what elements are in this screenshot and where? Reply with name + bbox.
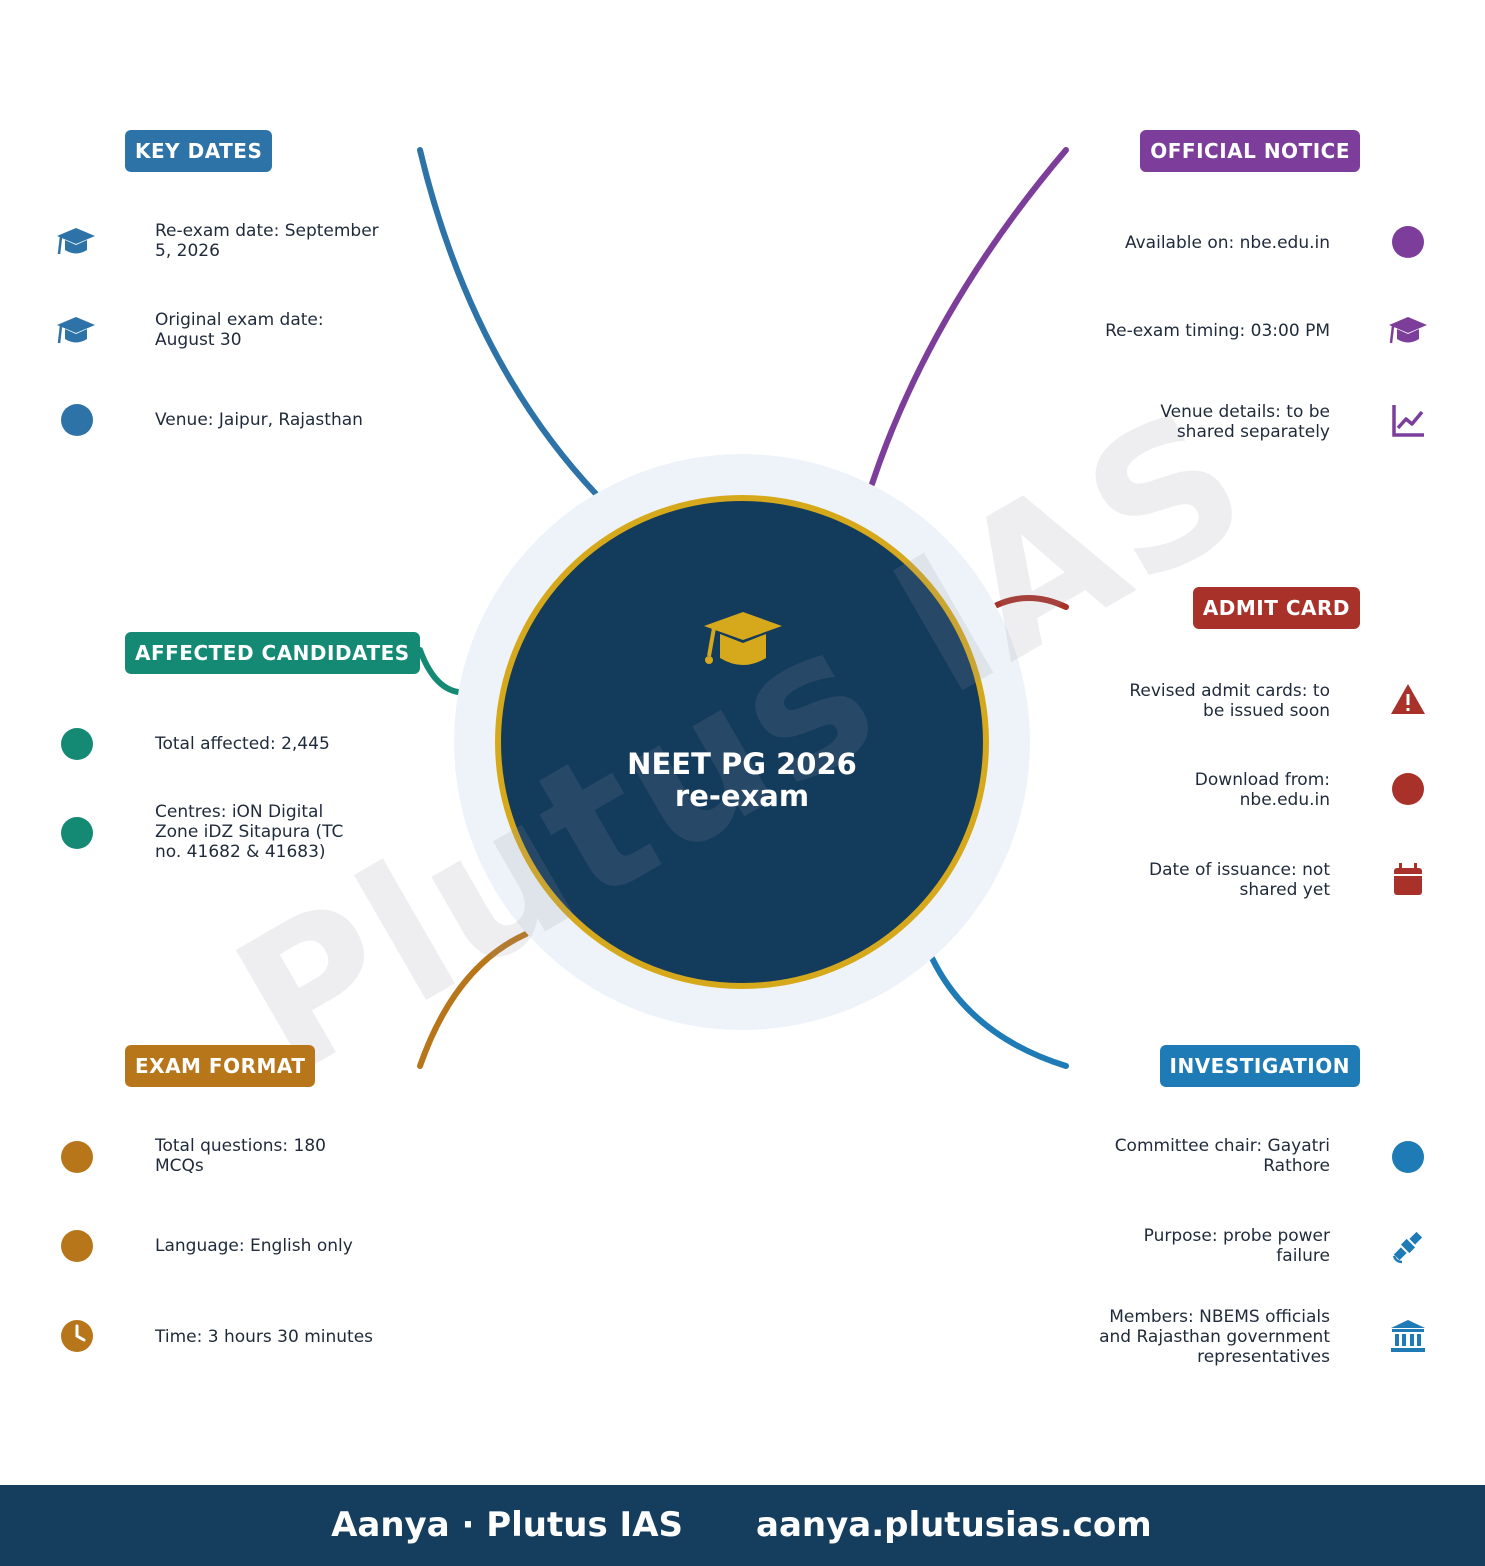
connector-exam-format bbox=[417, 931, 529, 1069]
center-hub bbox=[495, 495, 989, 989]
footer-brand: Aanya · Plutus IAS bbox=[331, 1505, 683, 1545]
connector-investigation bbox=[929, 955, 1069, 1069]
admit-card-label: ADMIT CARD bbox=[1192, 587, 1360, 629]
official-notice-item-2: Re-exam timing: 03:00 PM bbox=[1105, 321, 1330, 341]
graduation-cap-icon bbox=[1389, 317, 1427, 344]
dot-icon bbox=[1392, 1141, 1424, 1173]
dot-icon bbox=[61, 817, 93, 849]
key-dates-item-3: Venue: Jaipur, Rajasthan bbox=[155, 410, 363, 430]
graduation-cap-icon bbox=[704, 612, 782, 665]
connector-official-notice bbox=[869, 147, 1069, 487]
bank-icon bbox=[1391, 1320, 1425, 1352]
affected-item-1: Total affected: 2,445 bbox=[155, 734, 330, 754]
center-title-line2: re-exam bbox=[674, 779, 810, 813]
graduation-cap-icon bbox=[57, 317, 95, 344]
center-title-line1: NEET PG 2026 bbox=[627, 747, 857, 781]
official-notice-item-3: Venue details: to be shared separately bbox=[1160, 402, 1330, 442]
footer-site-link[interactable]: aanya.plutusias.com bbox=[756, 1505, 1152, 1545]
investigation-label: INVESTIGATION bbox=[1159, 1045, 1360, 1087]
line-chart-icon bbox=[1392, 405, 1424, 437]
dot-icon bbox=[61, 728, 93, 760]
footer-bar: Aanya · Plutus IAS aanya.plutusias.com bbox=[0, 1485, 1485, 1566]
exam-format-item-3: Time: 3 hours 30 minutes bbox=[155, 1327, 374, 1347]
connector-admit-card bbox=[994, 594, 1069, 610]
official-notice-item-1: Available on: nbe.edu.in bbox=[1124, 233, 1330, 253]
admit-card-item-3: Date of issuance: not shared yet bbox=[1148, 860, 1330, 900]
exam-format-item-1: Total questions: 180 MCQs bbox=[155, 1136, 326, 1176]
dot-icon bbox=[61, 1141, 93, 1173]
official-notice-label: OFFICIAL NOTICE bbox=[1140, 130, 1360, 172]
dot-icon bbox=[61, 1230, 93, 1262]
investigation-item-3: Members: NBEMS officials and Rajasthan g… bbox=[1099, 1307, 1330, 1367]
center-title: NEET PG 2026 re-exam bbox=[542, 748, 942, 812]
dot-icon bbox=[1392, 226, 1424, 258]
key-dates-item-1: Re-exam date: September 5, 2026 bbox=[155, 221, 379, 261]
graduation-cap-icon bbox=[57, 228, 95, 255]
affected-item-2: Centres: iON Digital Zone iDZ Sitapura (… bbox=[155, 802, 344, 862]
warning-icon bbox=[1391, 684, 1425, 714]
connector-affected bbox=[417, 647, 461, 695]
key-dates-item-2: Original exam date: August 30 bbox=[155, 310, 324, 350]
investigation-item-2: Purpose: probe power failure bbox=[1143, 1226, 1330, 1266]
calendar-icon bbox=[1394, 863, 1422, 895]
clock-icon bbox=[61, 1320, 93, 1352]
investigation-item-1: Committee chair: Gayatri Rathore bbox=[1114, 1136, 1330, 1176]
dot-icon bbox=[61, 404, 93, 436]
connector-key-dates bbox=[417, 147, 599, 497]
satellite-icon bbox=[1392, 1231, 1423, 1264]
affected-candidates-label: AFFECTED CANDIDATES bbox=[125, 632, 420, 674]
exam-format-label: EXAM FORMAT bbox=[125, 1045, 316, 1087]
admit-card-item-2: Download from: nbe.edu.in bbox=[1194, 770, 1330, 810]
key-dates-label: KEY DATES bbox=[125, 130, 273, 172]
admit-card-item-1: Revised admit cards: to be issued soon bbox=[1129, 681, 1330, 721]
dot-icon bbox=[1392, 773, 1424, 805]
exam-format-item-2: Language: English only bbox=[155, 1236, 353, 1256]
